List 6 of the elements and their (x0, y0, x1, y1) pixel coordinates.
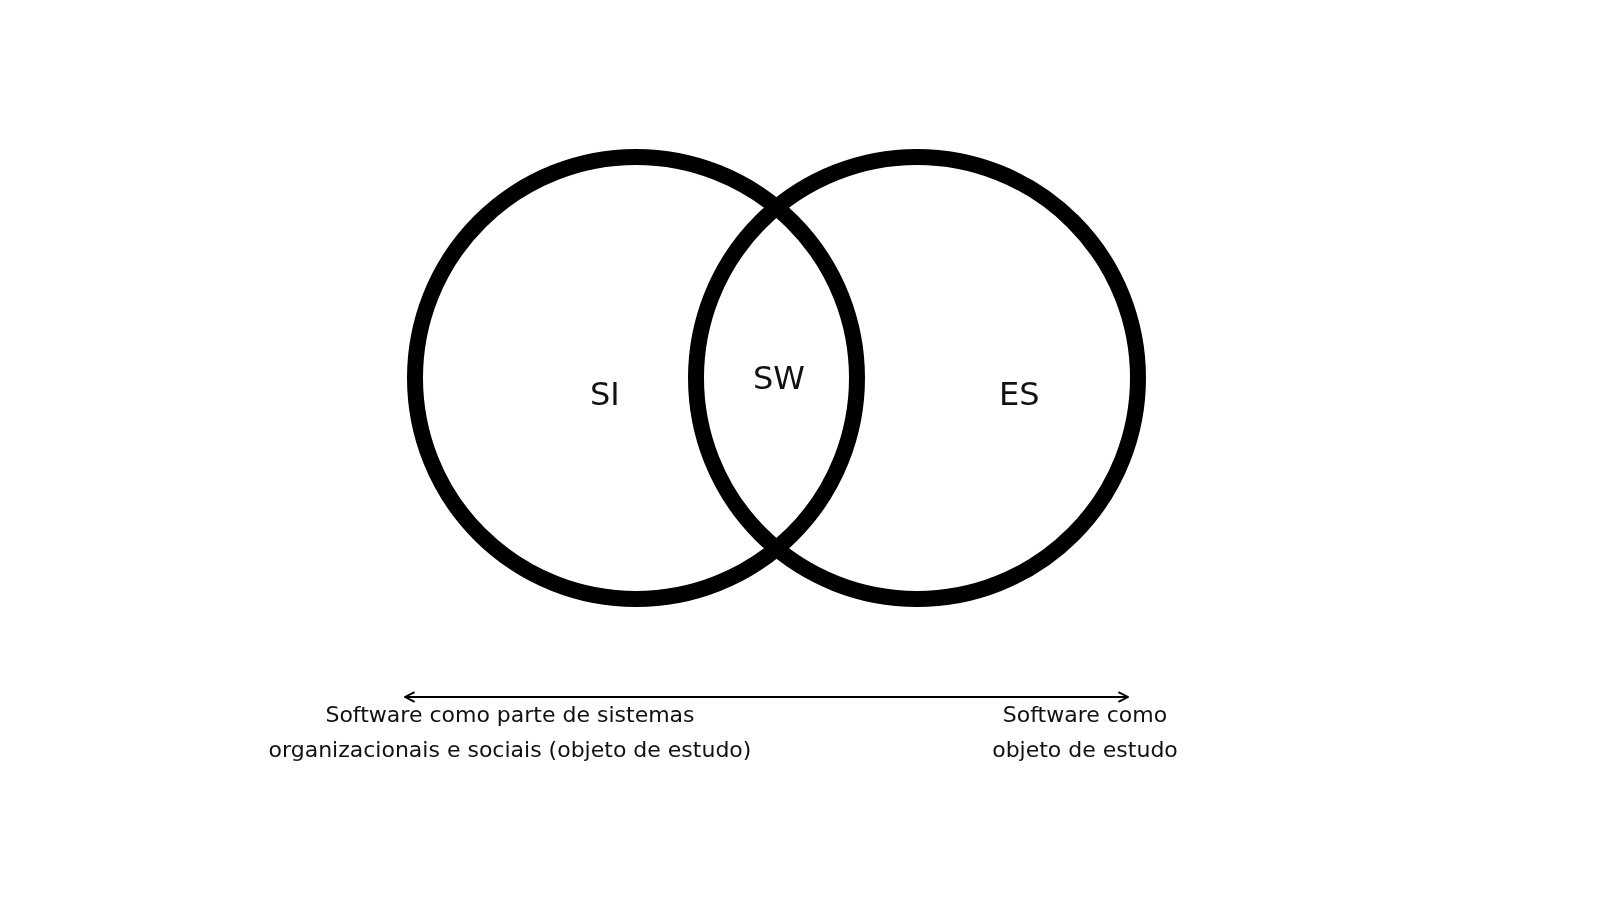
axis-end-caption: Software como objeto de estudo (980, 697, 1190, 767)
set-label: SI (590, 378, 620, 410)
set-label: ES (999, 378, 1040, 410)
axis-end-caption: Software como parte de sistemas organizacionais e sociais (objeto de estudo) (245, 697, 775, 767)
intersection-label: SW (753, 362, 805, 394)
double-arrow (404, 691, 1129, 703)
